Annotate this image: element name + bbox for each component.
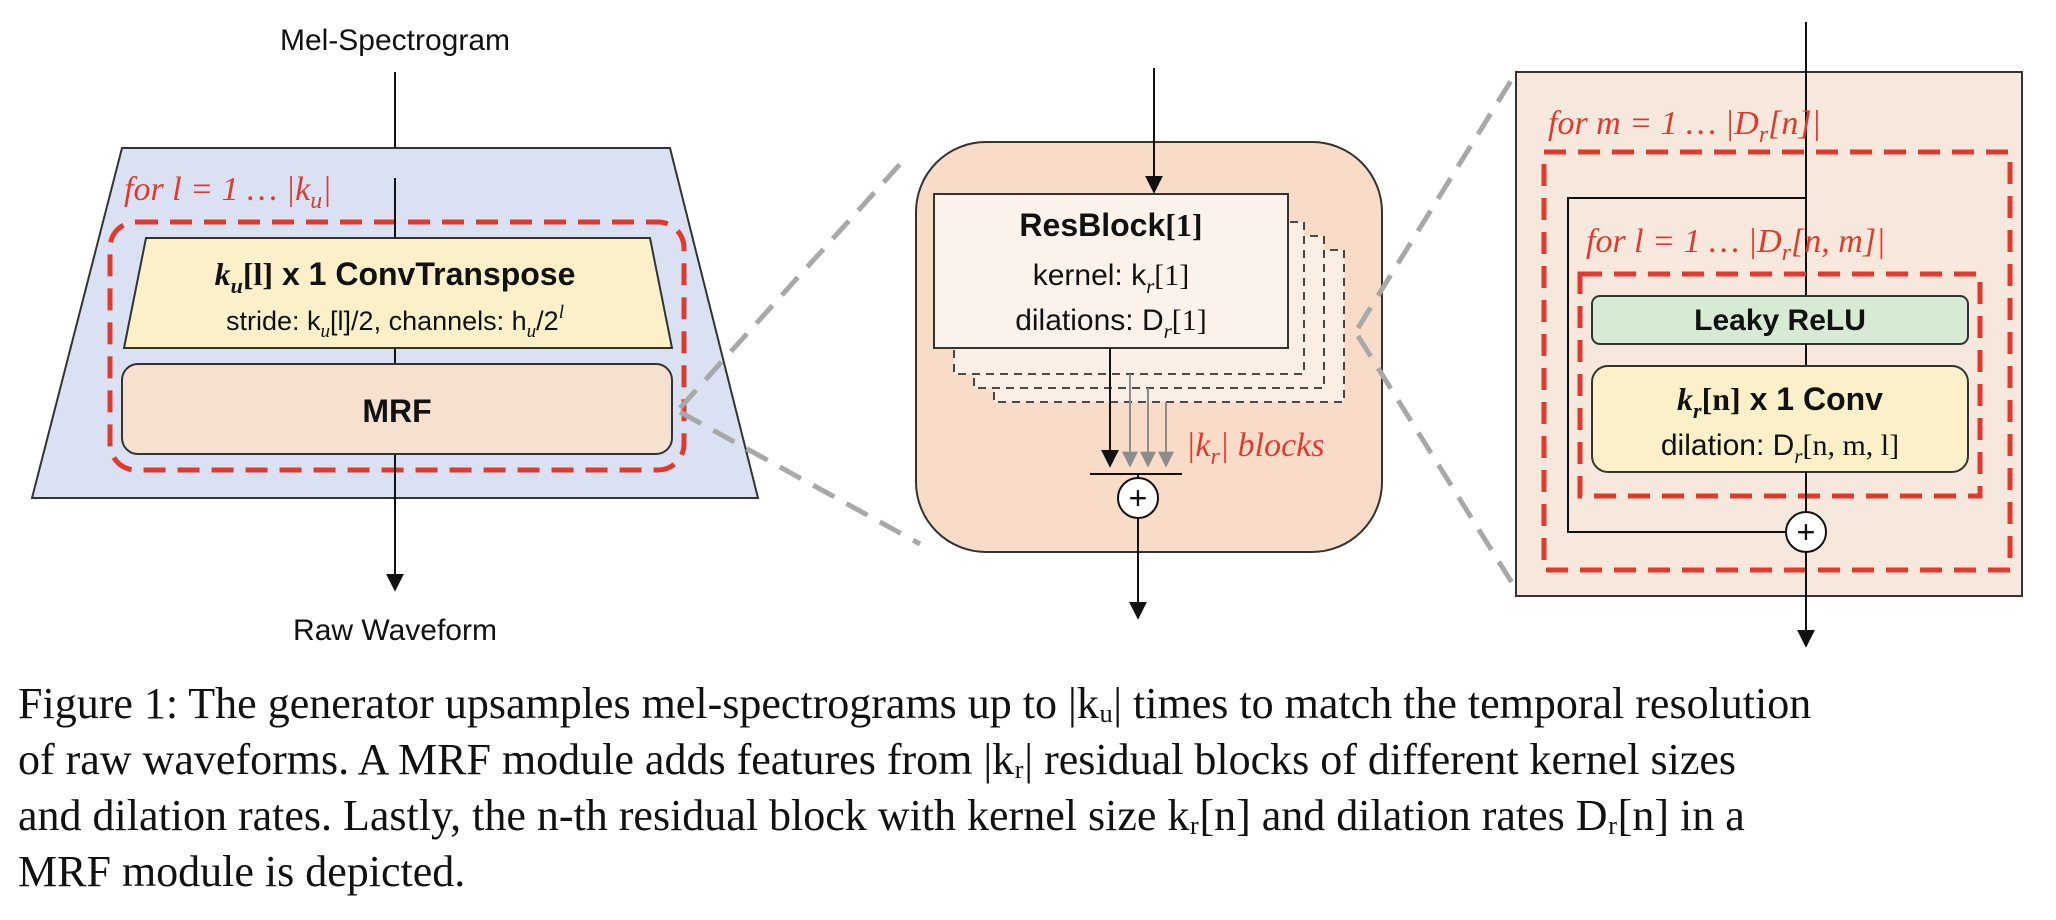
mrf-module-diagram: ResBlock[1] kernel: kr[1] dilations: Dr[…: [915, 68, 1383, 620]
zoom-connector-top-right: [1355, 74, 1517, 330]
leaky-relu-block: [1591, 295, 1969, 345]
zoom-connector-top-left: [678, 160, 904, 410]
caption-line-3: and dilation rates. Lastly, the n-th res…: [18, 791, 1745, 840]
mrf-label: MRF: [362, 393, 431, 429]
outer-loop-label: for m = 1 … |Dr[n]|: [1548, 105, 1821, 148]
convtranspose-title: ku[l] x 1 ConvTranspose: [215, 256, 576, 298]
caption-line-4: MRF module is depicted.: [18, 847, 466, 896]
conv-title: kr[n] x 1 Conv: [1677, 381, 1883, 423]
conv-dilation: dilation: Dr[n, m, l]: [1661, 429, 1899, 468]
generator-loop-label: for l = 1 … |ku|: [124, 171, 332, 214]
skip-connection: [1567, 197, 1806, 533]
caption-line-1: Figure 1: The generator upsamples mel-sp…: [18, 679, 1812, 728]
resblock-diagram: for m = 1 … |Dr[n]| for l = 1 … |Dr[n, m…: [1515, 22, 2023, 648]
figure-caption: Figure 1: The generator upsamples mel-sp…: [18, 676, 2048, 900]
resblock-1: [933, 193, 1289, 349]
resblock-sum-symbol: +: [1797, 514, 1816, 550]
blocks-label: |kr| blocks: [1186, 427, 1325, 470]
mrf-block: [121, 363, 673, 455]
zoom-connector-bottom-left: [678, 409, 922, 547]
leaky-relu-label: Leaky ReLU: [1694, 304, 1866, 337]
output-label: Raw Waveform: [293, 614, 497, 647]
caption-line-2: of raw waveforms. A MRF module adds feat…: [18, 735, 1737, 784]
resblock-kernel: kernel: kr[1]: [1033, 259, 1190, 298]
zoom-connector-bottom-right: [1355, 334, 1517, 588]
inner-loop-label: for l = 1 … |Dr[n, m]|: [1586, 223, 1885, 266]
conv-block: [1591, 365, 1969, 473]
input-label: Mel-Spectrogram: [280, 24, 510, 57]
convtranspose-params: stride: ku[l]/2, channels: hu/2l: [226, 302, 564, 342]
generator-loop-box: [107, 219, 687, 473]
convtranspose-block: [122, 237, 674, 349]
resblock-title: ResBlock[1]: [1019, 207, 1202, 243]
generator-diagram: Mel-Spectrogram for l = 1 … |ku| ku[l] x…: [30, 24, 760, 647]
inner-loop-box: [1577, 271, 1983, 499]
resblock-dilations: dilations: Dr[1]: [1015, 304, 1207, 343]
mrf-sum-symbol: +: [1129, 480, 1148, 516]
